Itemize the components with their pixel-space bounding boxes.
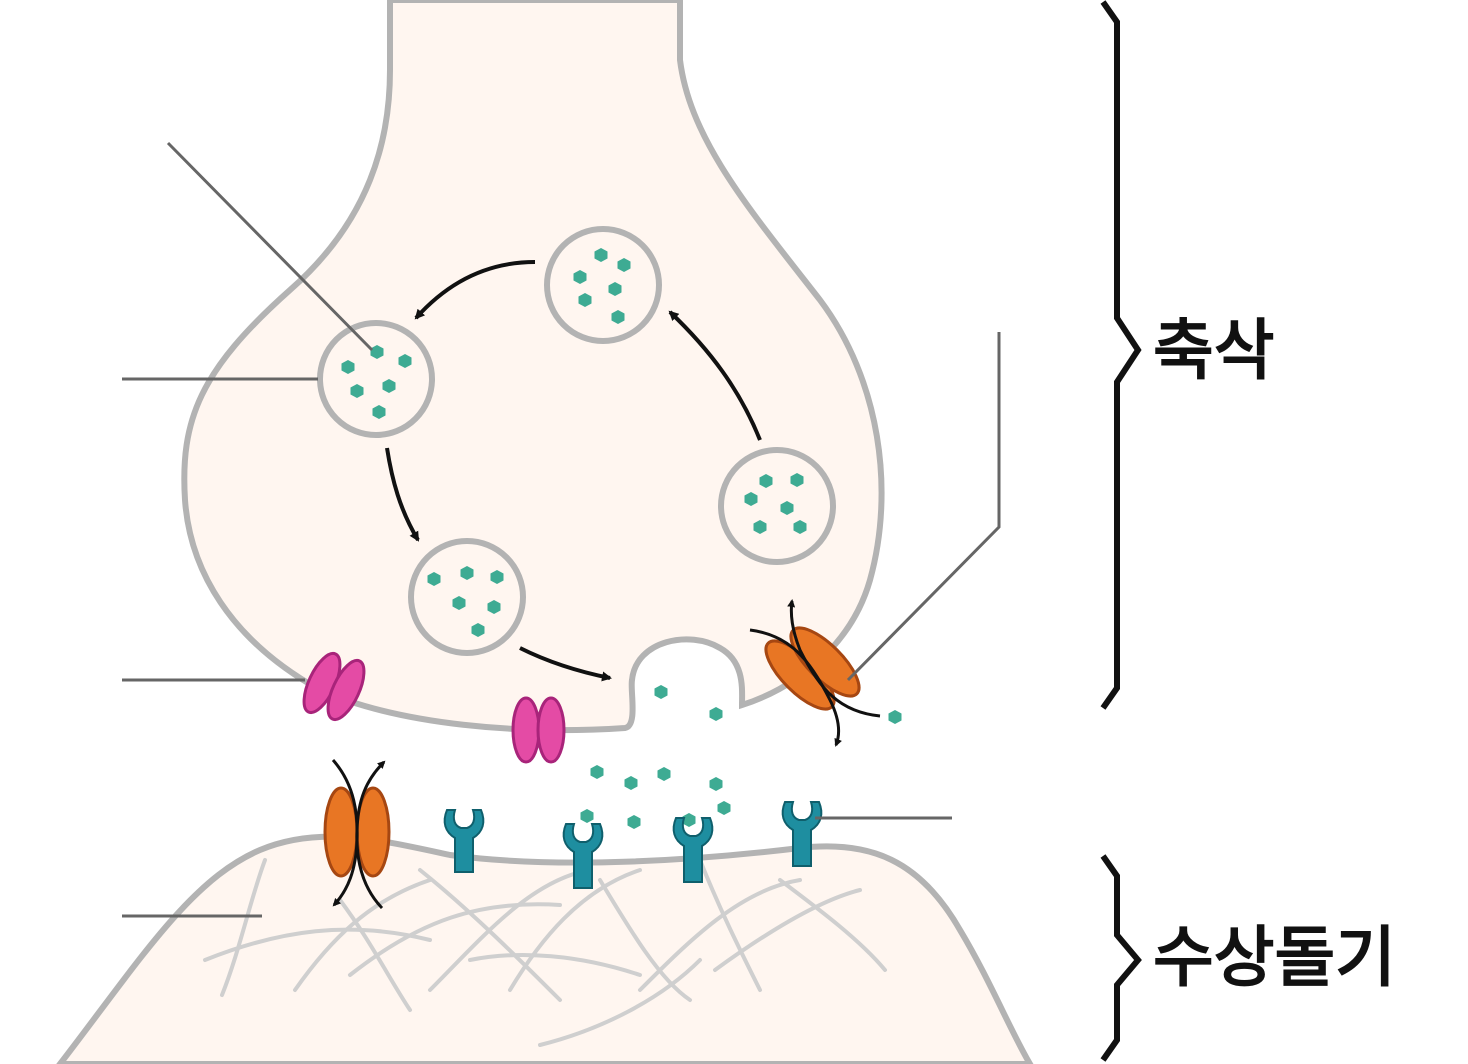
- cytoskeleton-fibers: [203, 858, 887, 1047]
- axon-terminal: [181, 0, 885, 734]
- receptor: [443, 809, 485, 873]
- dendrite-body: [56, 833, 1034, 1064]
- vesicle: [718, 447, 836, 565]
- vesicle: [317, 320, 435, 438]
- axon-label: 축삭: [1153, 312, 1275, 389]
- calcium-channel: [511, 696, 566, 764]
- receptor: [672, 817, 714, 883]
- dendrite-transporter: [323, 759, 391, 910]
- vesicle: [408, 538, 526, 656]
- leader-lines: [122, 141, 1001, 918]
- reuptake-transporter: [749, 599, 881, 747]
- vesicle: [544, 226, 662, 344]
- dendrite-label: 수상돌기: [1153, 919, 1396, 996]
- receptor: [562, 823, 604, 889]
- axon-brace: [1100, 0, 1142, 710]
- vesicle-cycle-arrows: [385, 260, 762, 682]
- calcium-channel: [302, 651, 366, 722]
- receptor: [781, 801, 823, 867]
- dendrite-brace: [1100, 854, 1142, 1062]
